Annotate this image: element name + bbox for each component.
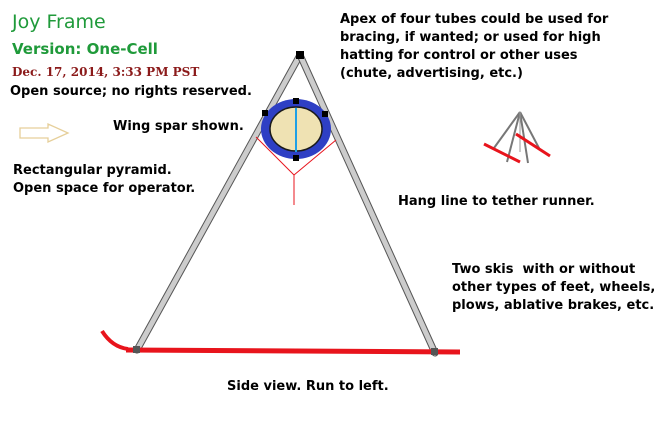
skis-note: Two skis with or without other types of … (452, 261, 655, 315)
right-tube (296, 51, 439, 357)
direction-arrow-icon (19, 122, 70, 144)
hang-line-note: Hang line to tether runner. (398, 194, 595, 209)
apex-note-line: (chute, advertising, etc.) (340, 66, 523, 81)
apex-joint (296, 51, 304, 59)
side-view-note: Side view. Run to left. (227, 379, 389, 394)
pyramid-note-line: Rectangular pyramid. (13, 163, 172, 178)
apex-note-line: hatting for control or other uses (340, 48, 578, 63)
wing-spar (261, 98, 331, 161)
pyramid-note: Rectangular pyramid. Open space for oper… (13, 162, 195, 198)
left-foot-joint (133, 346, 140, 353)
apex-note: Apex of four tubes could be used for bra… (340, 11, 608, 83)
date-label: Dec. 17, 2014, 3:33 PM PST (12, 65, 200, 79)
wing-spar-note: Wing spar shown. (113, 119, 244, 134)
license-note: Open source; no rights reserved. (10, 84, 252, 99)
skis-note-line: Two skis with or without (452, 262, 636, 277)
pyramid-perspective-icon (483, 111, 551, 164)
hang-line (255, 136, 337, 205)
pyramid-note-line: Open space for operator. (13, 181, 196, 196)
apex-note-line: Apex of four tubes could be used for (340, 12, 609, 27)
left-tube (133, 51, 304, 354)
right-foot-joint (431, 348, 438, 355)
version-label: Version: One-Cell (12, 40, 158, 58)
ski (100, 329, 461, 355)
diagram-title: Joy Frame (12, 11, 106, 33)
apex-note-line: bracing, if wanted; or used for high (340, 30, 601, 45)
skis-note-line: plows, ablative brakes, etc. (452, 298, 655, 313)
skis-note-line: other types of feet, wheels, (452, 280, 656, 295)
